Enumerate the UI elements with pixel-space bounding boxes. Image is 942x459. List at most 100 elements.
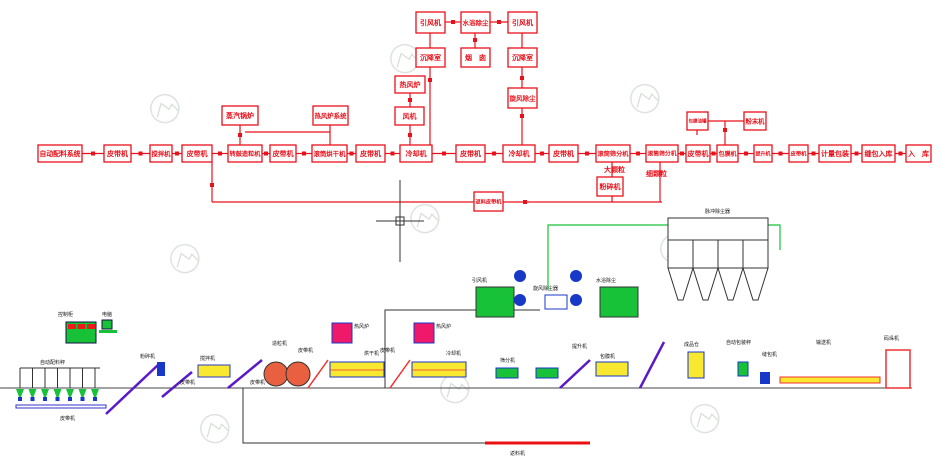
flow-box-aux: 风机 (394, 106, 425, 126)
equipment-label: 返料机 (510, 450, 525, 457)
flow-box-main: 包膜机 (716, 144, 739, 163)
flow-box-aux: 引风机 (415, 11, 446, 34)
svg-text:提升机: 提升机 (755, 150, 770, 157)
flow-box-main: 搅拌机 (149, 144, 173, 163)
flow-box-aux: 旋风除尘 (507, 87, 538, 109)
svg-text:皮带机: 皮带机 (106, 149, 128, 158)
svg-text:滚筒筛分机: 滚筒筛分机 (598, 150, 630, 158)
equipment-label: 皮带机 (180, 379, 195, 386)
flow-box-aux: 热风炉 (394, 75, 426, 94)
equipment-label: 自动包装秤 (726, 339, 751, 346)
svg-text:粉碎机: 粉碎机 (600, 182, 621, 191)
svg-text:滚筒筛分机: 滚筒筛分机 (648, 150, 677, 158)
svg-text:皮带机: 皮带机 (359, 149, 381, 158)
svg-text:热风炉: 热风炉 (400, 80, 421, 89)
watermark-logo (630, 83, 660, 114)
equipment-label: 粉碎机 (140, 353, 155, 360)
svg-text:返料皮带机: 返料皮带机 (476, 198, 503, 206)
svg-text:缝包入库: 缝包入库 (865, 149, 893, 158)
svg-text:包膜机: 包膜机 (718, 150, 736, 158)
equipment-label: 皮带机 (250, 379, 265, 386)
equipment-label: 电脑 (102, 311, 112, 318)
equipment-label: 自动配料秤 (40, 359, 65, 366)
large-particle-label: 大颗粒 (604, 165, 625, 174)
flow-box-aux: 返料皮带机 (473, 191, 504, 212)
watermark-logo (200, 413, 230, 444)
flow-box-main: 冷却机 (399, 144, 433, 163)
flow-box-main: 皮带机 (788, 144, 809, 163)
equipment-label: 输送机 (816, 339, 831, 346)
flow-box-main: 缝包入库 (861, 144, 896, 163)
svg-text:滚筒烘干机: 滚筒烘干机 (314, 149, 347, 158)
equipment-label: 皮带机 (60, 415, 75, 422)
flow-box-main: 皮带机 (181, 144, 213, 163)
watermarks (150, 43, 720, 444)
equipment-label: 皮带机 (380, 347, 395, 354)
flow-box-aux: 引风机 (507, 11, 538, 34)
svg-text:皮带机: 皮带机 (790, 150, 808, 158)
flow-box-main: 计量包装 (818, 144, 852, 163)
crosshair-cursor (376, 180, 424, 262)
svg-text:引风机: 引风机 (512, 18, 533, 27)
flow-box-main: 自动配料系统 (37, 144, 83, 163)
flow-box-aux: 热风炉系统 (312, 105, 349, 126)
watermark-logo (170, 243, 200, 274)
watermark-logo (410, 203, 440, 234)
flow-box-main: 皮带机 (548, 144, 579, 163)
flow-box-aux: 蒸汽锅炉 (221, 105, 259, 126)
equipment-label: 成品仓 (684, 341, 699, 348)
svg-text:沉降室: 沉降室 (420, 53, 441, 62)
flow-box-main: 皮带机 (355, 144, 386, 163)
flow-box-main: 皮带机 (685, 144, 711, 163)
equipment-label: 热风炉 (354, 323, 369, 330)
flow-box-main: 皮带机 (269, 144, 297, 163)
svg-text:皮带机: 皮带机 (186, 149, 208, 158)
flow-box-main: 入 库 (905, 144, 932, 163)
equipment-label: 烘干机 (364, 350, 379, 357)
svg-text:入 库: 入 库 (907, 149, 929, 158)
flow-box-aux: 粉末机 (743, 111, 767, 131)
flow-boxes: 自动配料系统 皮带机 搅拌机 皮带机 转鼓造粒机 皮带机 滚筒烘干机 皮带机 冷却机 皮带机 冷却机… (37, 11, 932, 212)
svg-text:水浴除尘: 水浴除尘 (463, 18, 490, 27)
equipment-drawing: 控制柜电脑自动配料秤皮带机粉碎机皮带机搅拌机皮带机造粒机热风炉皮带机烘干机热风炉… (0, 208, 912, 457)
equipment-label: 引风机 (472, 277, 487, 284)
svg-text:沉降室: 沉降室 (512, 53, 533, 62)
svg-text:粉末机: 粉末机 (746, 116, 766, 125)
flow-box-main: 滚筒烘干机 (311, 144, 348, 163)
flow-box-aux: 沉降室 (415, 47, 446, 68)
svg-text:皮带机: 皮带机 (687, 149, 709, 158)
equipment-label: 热风炉 (436, 323, 451, 330)
svg-text:皮带机: 皮带机 (272, 149, 294, 158)
equipment-label: 搅拌机 (200, 355, 215, 362)
flow-box-main: 皮带机 (455, 144, 486, 163)
equipment-label: 缝包机 (762, 351, 777, 358)
svg-text:皮带机: 皮带机 (459, 149, 481, 158)
svg-text:计量包装: 计量包装 (821, 149, 849, 158)
flow-box-aux: 烟 囱 (460, 47, 491, 68)
flow-box-main: 滚筒筛分机 (645, 144, 679, 163)
equipment-label: 皮带机 (298, 347, 313, 354)
watermark-logo (690, 403, 720, 434)
svg-text:冷却机: 冷却机 (509, 149, 530, 158)
svg-text:旋风除尘: 旋风除尘 (509, 94, 537, 103)
equipment-label: 造粒机 (272, 340, 287, 347)
equipment-label: 码垛机 (884, 335, 899, 342)
svg-text:转鼓造粒机: 转鼓造粒机 (230, 150, 262, 158)
flow-box-main: 滚筒筛分机 (595, 144, 631, 163)
equipment-label: 旋风除尘器 (533, 285, 558, 292)
flow-lines: 大颗粒细颗粒 (82, 20, 906, 204)
svg-text:风机: 风机 (403, 112, 417, 121)
equipment-label: 水浴除尘 (596, 277, 616, 284)
flow-box-main: 提升机 (753, 144, 773, 163)
svg-text:搅拌机: 搅拌机 (152, 149, 172, 158)
flow-box-main: 皮带机 (103, 144, 132, 163)
svg-text:包膜油罐: 包膜油罐 (689, 118, 707, 125)
svg-text:引风机: 引风机 (420, 18, 441, 27)
equipment-label: 筛分机 (500, 357, 515, 364)
flow-box-aux: 粉碎机 (596, 176, 624, 197)
svg-text:自动配料系统: 自动配料系统 (40, 149, 81, 158)
equipment-label: 包膜机 (600, 353, 615, 360)
equipment-label: 冷却机 (446, 350, 461, 357)
svg-text:蒸汽锅炉: 蒸汽锅炉 (226, 111, 254, 120)
